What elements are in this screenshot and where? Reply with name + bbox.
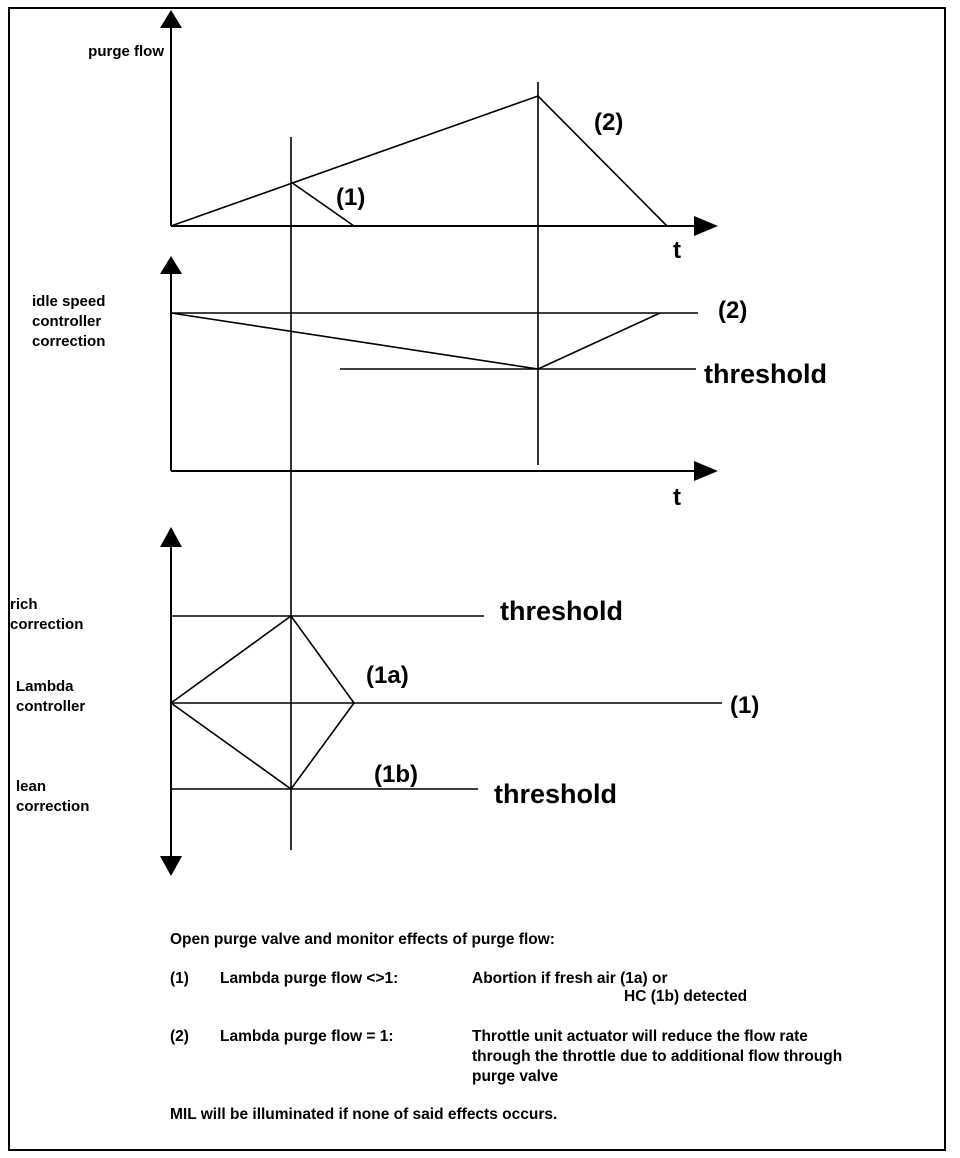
panel2-curve-label-2: (2) — [718, 297, 747, 324]
note1-condition: Lambda purge flow <>1: — [220, 970, 398, 987]
panel2-y-arrow — [160, 256, 182, 274]
notes-block: Open purge valve and monitor effects of … — [170, 931, 842, 1123]
label-1a: (1a) — [366, 662, 409, 689]
lean-label-line2: correction — [16, 798, 89, 815]
panel1-ylabel: purge flow — [88, 43, 164, 60]
label-1b: (1b) — [374, 761, 418, 788]
purge-flow-curve-2 — [170, 95, 668, 227]
panel1-curve-label-1: (1) — [336, 184, 365, 211]
note2-text-line1: Throttle unit actuator will reduce the f… — [472, 1028, 808, 1045]
lean-label-line1: lean — [16, 778, 46, 795]
note1-number: (1) — [170, 970, 189, 987]
panel3-y-arrow-up — [160, 527, 182, 547]
panel-idle-speed-correction: idle speed controller correction t (2) t… — [32, 256, 827, 511]
rich-label-line2: correction — [10, 616, 83, 633]
note2-condition: Lambda purge flow = 1: — [220, 1028, 394, 1045]
lambda-label-line2: controller — [16, 698, 85, 715]
notes-footer: MIL will be illuminated if none of said … — [170, 1106, 557, 1123]
panel2-threshold-label: threshold — [704, 359, 827, 389]
lean-threshold-label: threshold — [494, 779, 617, 809]
diagram-frame — [8, 7, 946, 1151]
panel3-y-arrow-down — [160, 856, 182, 876]
note2-text-line2: through the throttle due to additional f… — [472, 1048, 842, 1065]
rich-threshold-label: threshold — [500, 596, 623, 626]
panel2-ylabel-line2: controller — [32, 313, 101, 330]
panel1-curve-label-2: (2) — [594, 109, 623, 136]
note2-text-line3: purge valve — [472, 1068, 559, 1085]
note1-text-line2: HC (1b) detected — [624, 988, 747, 1005]
lambda-label-line1: Lambda — [16, 678, 74, 695]
lambda-diamond — [169, 614, 355, 791]
notes-heading: Open purge valve and monitor effects of … — [170, 931, 555, 948]
note1-text-line1: Abortion if fresh air (1a) or — [472, 970, 668, 987]
panel-purge-flow: purge flow t (1) (2) — [88, 10, 718, 264]
note2-number: (2) — [170, 1028, 189, 1045]
panel2-ylabel-line3: correction — [32, 333, 105, 350]
panel-lambda-controller: rich correction Lambda controller lean c… — [10, 527, 759, 876]
purge-flow-curve-1 — [290, 181, 355, 227]
label-1: (1) — [730, 692, 759, 719]
panel2-xlabel: t — [673, 484, 681, 511]
panel1-x-arrow — [694, 216, 718, 236]
panel2-x-arrow — [694, 461, 718, 481]
panel2-correction-curve — [170, 312, 661, 370]
panel1-xlabel: t — [673, 237, 681, 264]
panel1-y-arrow — [160, 10, 182, 28]
rich-label-line1: rich — [10, 596, 38, 613]
panel2-ylabel-line1: idle speed — [32, 293, 105, 310]
